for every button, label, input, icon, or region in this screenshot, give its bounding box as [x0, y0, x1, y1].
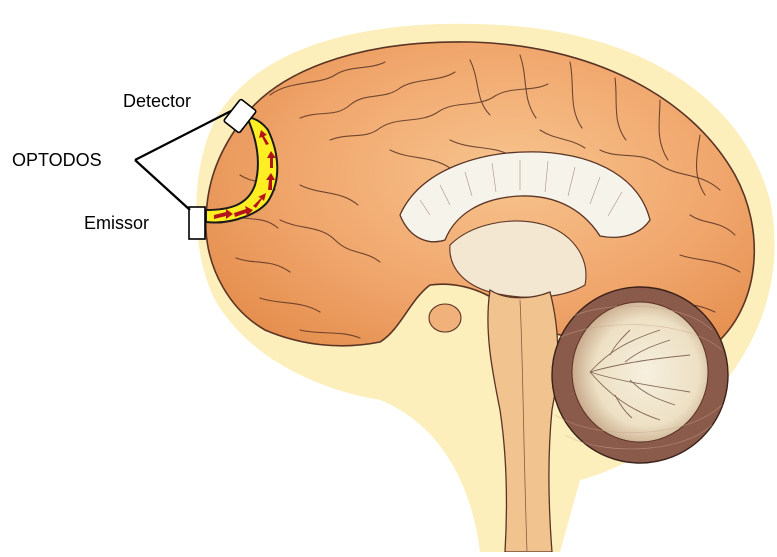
emitter-optode [189, 207, 205, 239]
detector-label: Detector [123, 91, 191, 111]
emitter-label: Emissor [84, 213, 149, 233]
optodes-label: OPTODOS [12, 150, 102, 170]
pituitary [429, 304, 461, 332]
cerebellum-inner [572, 302, 708, 442]
